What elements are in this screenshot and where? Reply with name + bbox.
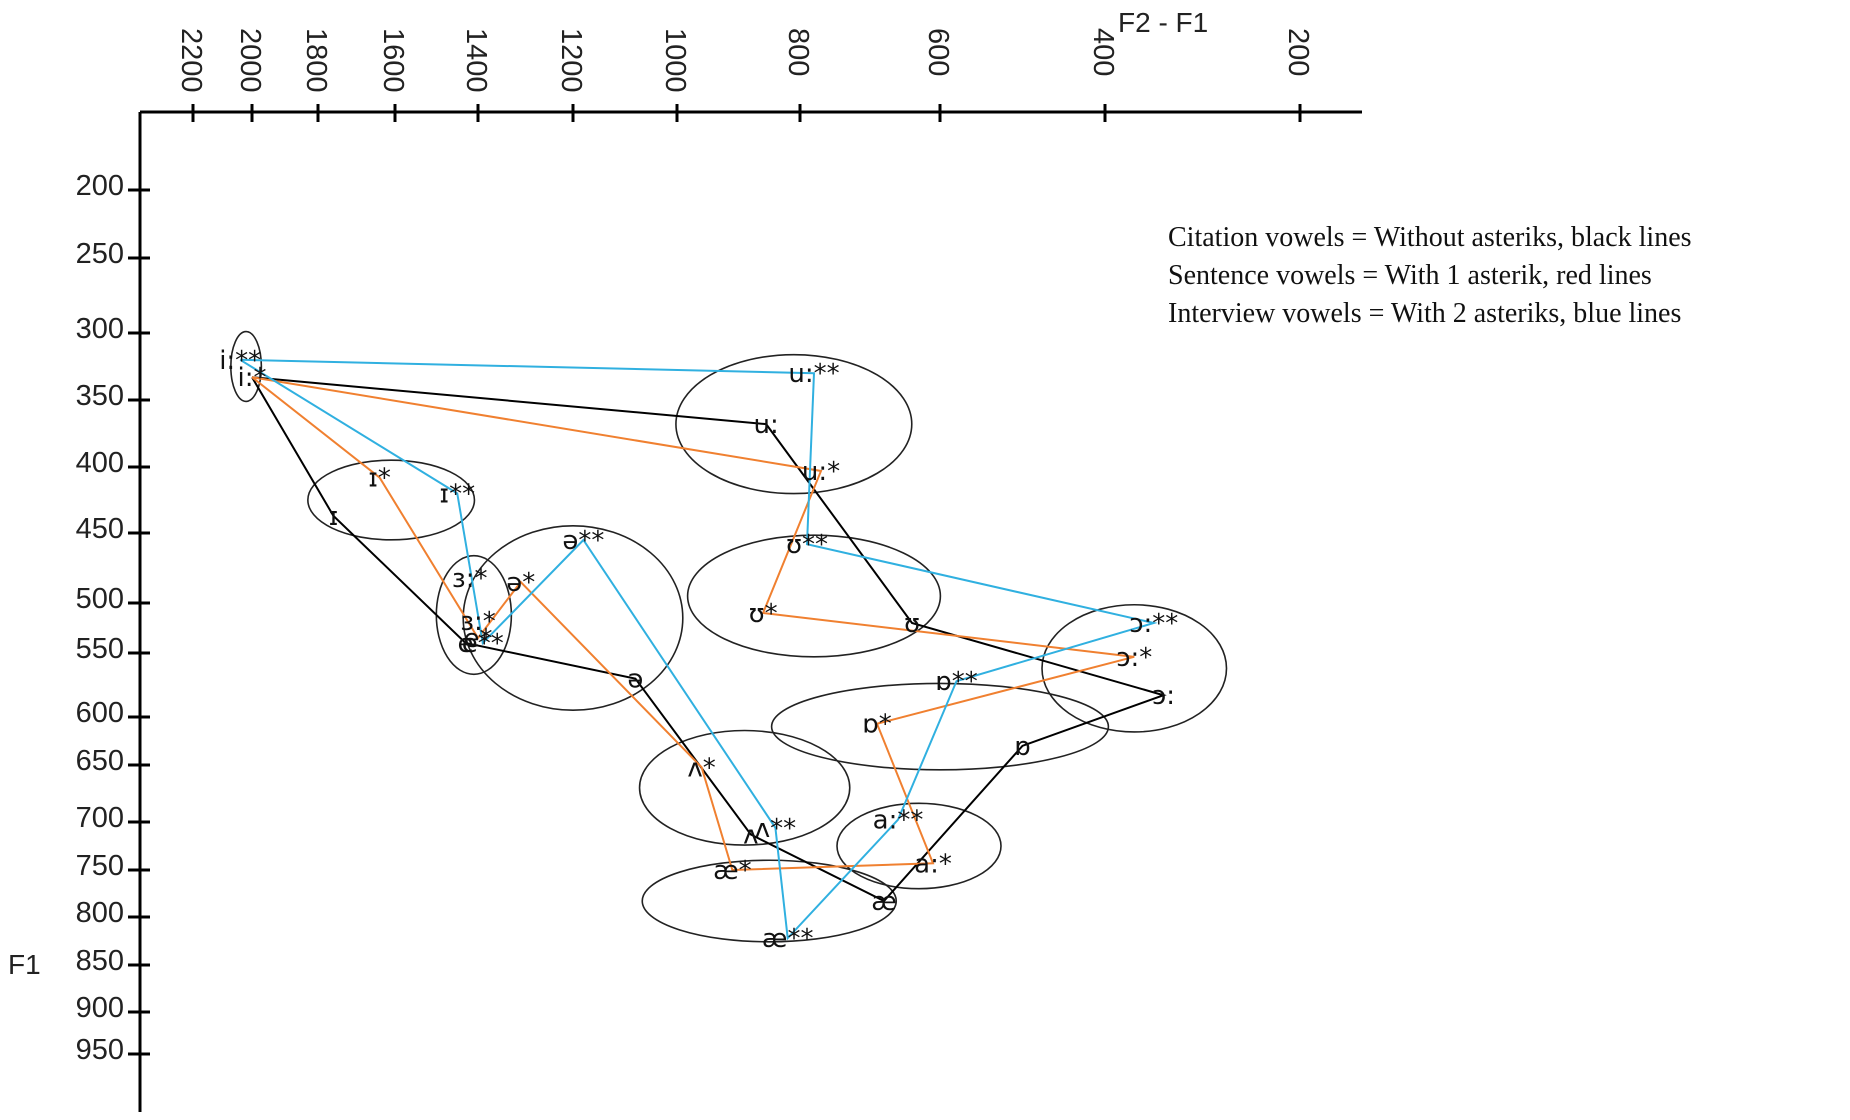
vowel-point-label: ɒ* — [862, 710, 892, 740]
vowel-cluster-ellipse — [836, 802, 1002, 890]
vowel-point-label: u: — [754, 410, 779, 440]
y-tick-label: 400 — [76, 447, 124, 479]
vowel-points: i:**i:*ɪɪ*ɪ**ɜ:*ɜ:*ee*e**ə**ə*əu:**u:u:*… — [219, 346, 1178, 954]
vowel-point-label: ɔ:* — [1116, 643, 1152, 673]
x-tick-label: 1000 — [659, 28, 691, 93]
vowel-cluster-ellipse — [1041, 603, 1228, 733]
axes — [138, 110, 1362, 1112]
vowel-point-label: ɪ* — [368, 464, 391, 494]
vowel-point-label: æ — [871, 887, 897, 917]
vowel-point-label: u:* — [802, 457, 840, 487]
x-tick-label: 2000 — [234, 28, 266, 93]
vowel-point-label: ɒ** — [935, 667, 978, 697]
vowel-point-label: ɜ:* — [452, 564, 488, 594]
vowel-point-label: u:** — [788, 359, 839, 389]
vowel-point-label: ʊ** — [786, 530, 828, 560]
vowel-point-label: ʌ — [743, 820, 758, 850]
x-tick-label: 200 — [1282, 28, 1314, 76]
x-tick-label: 1400 — [460, 28, 492, 93]
series-line — [239, 358, 1158, 941]
vowel-point-label: ɔ: — [1152, 681, 1175, 711]
x-tick-label: 600 — [922, 28, 954, 76]
y-tick-label: 500 — [76, 583, 124, 615]
vowel-point-label: ɜ:* — [460, 607, 496, 637]
vowel-point-label: a:* — [914, 849, 952, 879]
vowel-point-label: ʊ* — [749, 599, 778, 629]
vowel-cluster-ellipse — [230, 330, 263, 403]
y-tick-label: 600 — [76, 697, 124, 729]
vowel-point-label: ʌ* — [687, 753, 715, 783]
y-tick-label: 550 — [76, 633, 124, 665]
vowel-point-label: æ* — [713, 856, 752, 886]
series-line — [251, 376, 1135, 872]
vowel-cluster-ellipse — [686, 534, 942, 658]
vowel-cluster-ellipse — [638, 729, 851, 846]
y-tick-label: 350 — [76, 380, 124, 412]
vowel-cluster-ellipse — [641, 859, 898, 943]
vowel-cluster-ellipse — [462, 524, 684, 711]
y-axis-title: F1 — [8, 949, 41, 980]
y-tick-label: 450 — [76, 513, 124, 545]
vowel-point-label: ʊ — [904, 609, 920, 639]
x-tick-label: 1600 — [377, 28, 409, 93]
x-axis-ticks: 2200 2000 1800 1600 1400 1200 1000 800 600 400 200 — [175, 28, 1314, 122]
vowel-point-label: a:** — [873, 806, 924, 836]
vowel-point-label: e** — [462, 629, 504, 659]
vowel-point-label: ɪ — [329, 502, 339, 532]
vowel-point-label: ɪ** — [439, 479, 475, 509]
legend-interview: Interview vowels = With 2 asteriks, blue… — [1168, 298, 1681, 329]
y-tick-label: 900 — [76, 992, 124, 1024]
y-tick-label: 200 — [76, 170, 124, 202]
x-tick-label: 400 — [1087, 28, 1119, 76]
legend: Citation vowels = Without asteriks, blac… — [1168, 222, 1692, 329]
x-tick-label: 800 — [782, 28, 814, 76]
vowel-point-label: ɔ:** — [1129, 609, 1178, 639]
vowel-point-label: e — [458, 629, 474, 659]
vowel-point-label: i:** — [219, 346, 261, 376]
series-line — [251, 376, 1167, 903]
vowel-cluster-ellipse — [307, 459, 476, 541]
vowel-point-label: ʌ** — [755, 814, 796, 844]
y-axis-ticks: 200 250 300 350 400 450 500 550 600 650 700 750 800 8… — [76, 170, 150, 1066]
vowel-point-label: i:* — [238, 363, 267, 393]
vowel-point-label: ɒ — [1014, 732, 1031, 762]
vowel-clusters — [230, 330, 1228, 943]
vowel-point-label: ə** — [562, 526, 604, 556]
y-tick-label: 750 — [76, 850, 124, 882]
y-tick-label: 250 — [76, 238, 124, 270]
y-tick-label: 700 — [76, 802, 124, 834]
x-tick-label: 1800 — [300, 28, 332, 93]
vowel-point-label: e* — [464, 624, 493, 654]
legend-citation: Citation vowels = Without asteriks, blac… — [1168, 222, 1692, 253]
x-tick-label: 2200 — [175, 28, 207, 93]
y-tick-label: 300 — [76, 313, 124, 345]
series-lines — [239, 358, 1167, 941]
x-axis-title: F2 - F1 — [1118, 7, 1208, 38]
vowel-cluster-ellipse — [675, 353, 913, 495]
y-tick-label: 650 — [76, 745, 124, 777]
y-tick-label: 850 — [76, 945, 124, 977]
x-tick-label: 1200 — [555, 28, 587, 93]
y-tick-label: 950 — [76, 1034, 124, 1066]
y-tick-label: 800 — [76, 897, 124, 929]
vowel-point-label: æ** — [762, 924, 814, 954]
legend-sentence: Sentence vowels = With 1 asterik, red li… — [1168, 260, 1652, 291]
vowel-point-label: ə — [627, 665, 643, 695]
vowel-point-label: ə* — [506, 568, 535, 598]
vowel-cluster-ellipse — [770, 682, 1110, 771]
